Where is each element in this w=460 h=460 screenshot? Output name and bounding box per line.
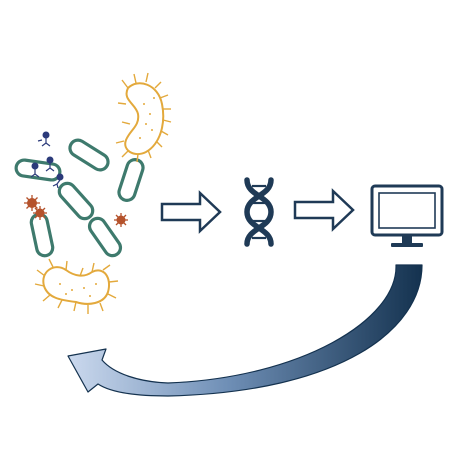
spiral-bacterium-body [42, 266, 110, 305]
dna-helix-icon [244, 177, 274, 247]
rod-bacterium [117, 158, 145, 202]
spiral-bacterium-top [115, 72, 172, 163]
bacteriophage [30, 162, 40, 178]
monitor-screen [378, 192, 436, 229]
microbial-community [14, 72, 172, 314]
bacteriophage [45, 156, 55, 172]
rod-bacterium [14, 158, 62, 182]
virus [114, 213, 128, 227]
monitor-base [391, 243, 423, 247]
step-arrow-2 [293, 188, 355, 232]
bacteriophage-group [30, 131, 64, 189]
virus [33, 206, 47, 220]
rod-bacterium [29, 212, 55, 258]
rod-bacterium [57, 181, 95, 221]
flagella [34, 258, 119, 314]
rod-bacteria-group [14, 138, 145, 258]
rod-bacterium [87, 216, 123, 258]
rod-bacterium [68, 138, 110, 172]
computer-monitor-icon [370, 184, 444, 247]
virus-group [24, 195, 128, 227]
cytoplasm-dots [59, 283, 97, 297]
dna-strand [244, 177, 274, 247]
step-arrow-1 [160, 190, 222, 234]
spiral-bacterium-bottom [34, 258, 119, 314]
dna-strand [244, 177, 274, 247]
flagella [115, 72, 172, 163]
bacteriophage [52, 173, 64, 189]
feedback-curved-arrow [67, 264, 423, 397]
virus [24, 195, 40, 211]
feedback-arrow-body [67, 264, 423, 397]
monitor-neck [402, 235, 412, 243]
spiral-bacterium-body [124, 82, 165, 156]
bacteriophage [37, 131, 51, 147]
cytoplasm-dots [139, 97, 155, 139]
